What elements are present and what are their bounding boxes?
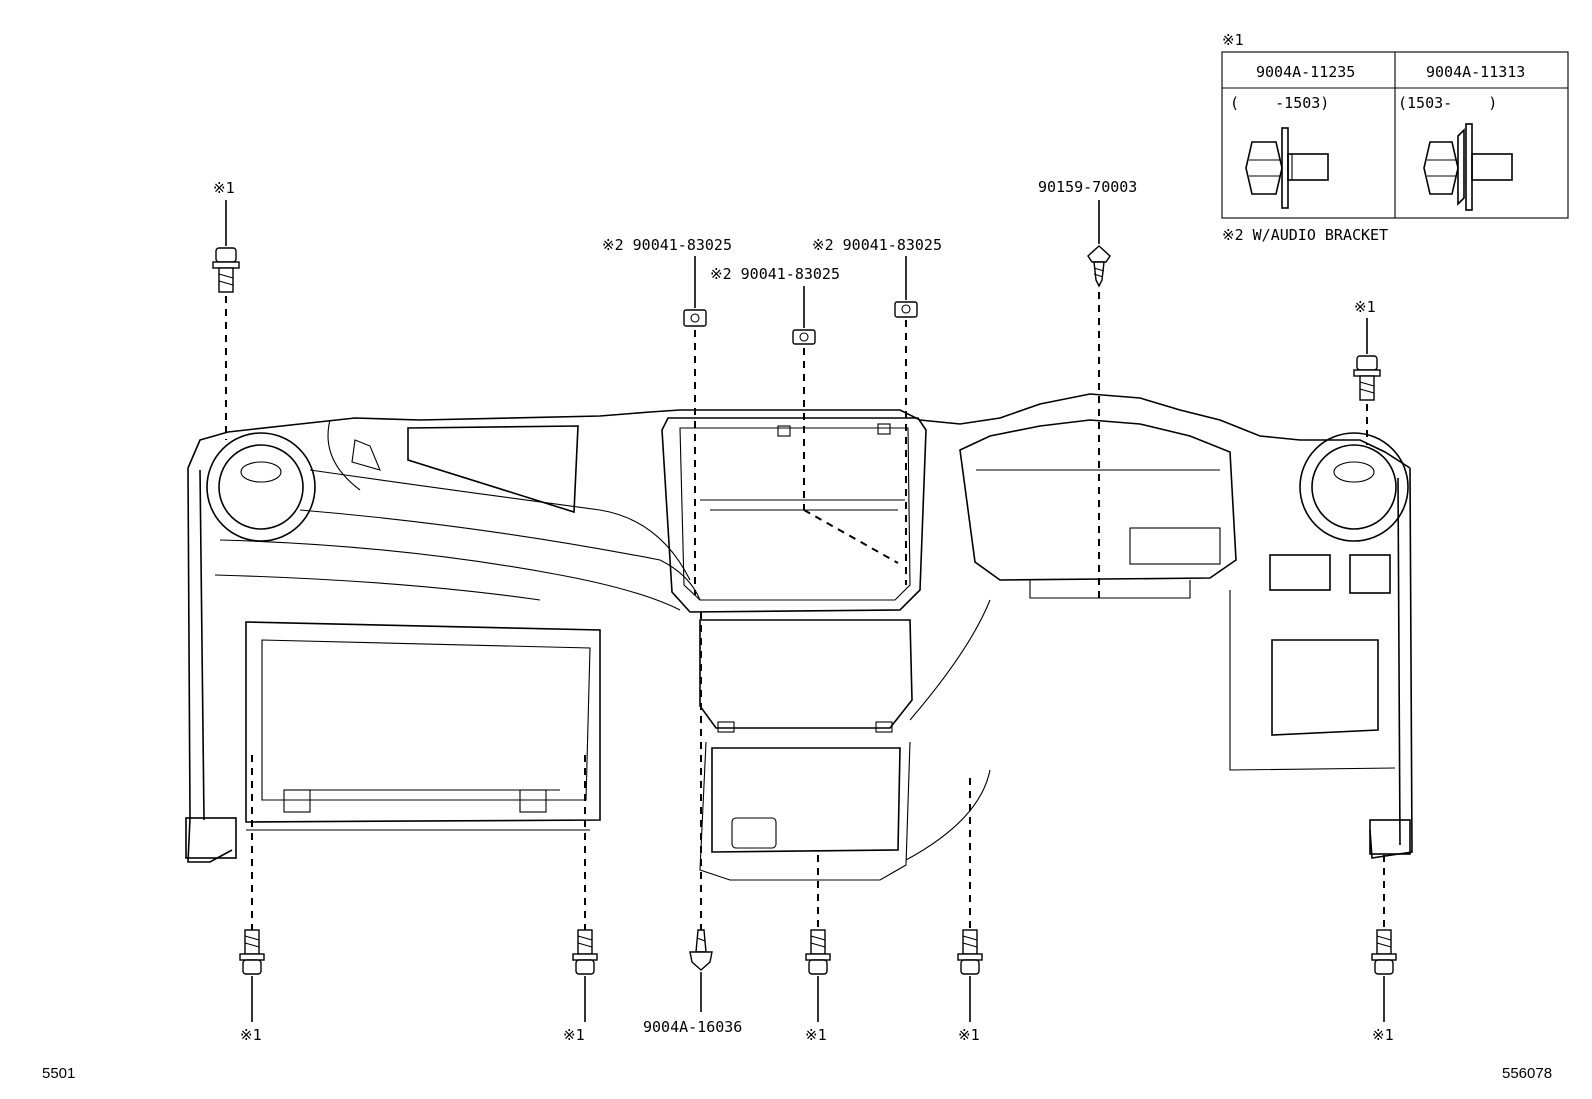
legend-col1-part: 9004A-11235 — [1256, 63, 1355, 81]
callout-bottom-2: ※1 — [563, 1026, 585, 1044]
instrument-panel-drawing — [185, 393, 1413, 881]
bolt-icon-bottom-5 — [957, 929, 983, 975]
bolt-icon-top-left — [212, 247, 240, 293]
legend-col1-range: ( -1503) — [1230, 94, 1329, 112]
clip-nut-icon-center — [792, 329, 816, 345]
callout-nut-right: ※2 90041-83025 — [812, 236, 942, 254]
callout-screw-top-center: 90159-70003 — [1038, 178, 1137, 196]
legend-col2-part: 9004A-11313 — [1426, 63, 1525, 81]
callout-bolt-top-left: ※1 — [213, 179, 235, 197]
footer-left-code: 5501 — [42, 1065, 75, 1082]
washer-bolt-icon — [1423, 123, 1513, 211]
bolt-icon-bottom-4 — [805, 929, 831, 975]
callout-bottom-5: ※1 — [958, 1026, 980, 1044]
legend-note: ※2 W/AUDIO BRACKET — [1222, 226, 1388, 244]
legend-table: ※1 9004A-11235 9004A-11313 ( -1503) (150… — [1221, 31, 1569, 244]
bolt-icon-bottom-6 — [1371, 929, 1397, 975]
screw-icon-top-center — [1087, 245, 1111, 288]
bolt-icon-bottom-2 — [572, 929, 598, 975]
flange-bolt-icon — [1245, 127, 1329, 209]
callout-bottom-6: ※1 — [1372, 1026, 1394, 1044]
callout-bottom-4: ※1 — [805, 1026, 827, 1044]
legend-mark: ※1 — [1222, 31, 1244, 49]
bolt-icon-top-right — [1353, 355, 1381, 401]
callout-bolt-top-right: ※1 — [1354, 298, 1376, 316]
clip-nut-icon-right — [894, 301, 918, 318]
screw-icon-bottom-3 — [689, 929, 713, 971]
bolt-icon-bottom-1 — [239, 929, 265, 975]
clip-nut-icon-left — [683, 309, 707, 327]
callout-bottom-3: 9004A-16036 — [643, 1018, 742, 1036]
legend-col2-range: (1503- ) — [1398, 94, 1497, 112]
callout-nut-center: ※2 90041-83025 — [710, 265, 840, 283]
callout-nut-left: ※2 90041-83025 — [602, 236, 732, 254]
callout-bottom-1: ※1 — [240, 1026, 262, 1044]
footer-right-code: 556078 — [1502, 1065, 1552, 1082]
